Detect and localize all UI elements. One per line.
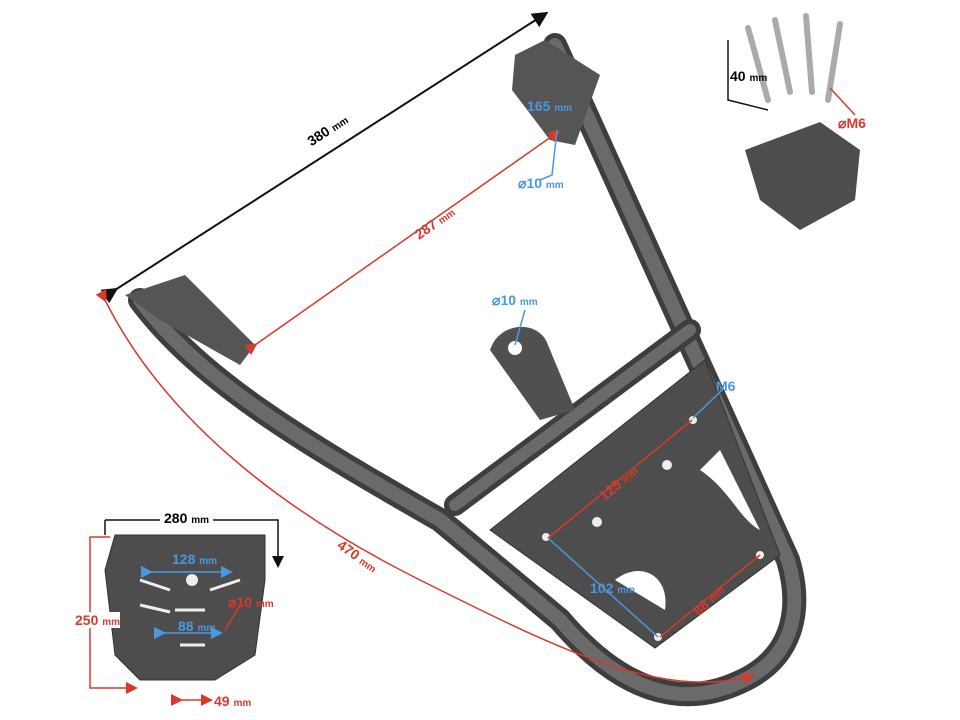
- dim-380-line: [100, 11, 549, 304]
- dim-125-line: [547, 419, 693, 539]
- unit: mm: [519, 297, 538, 308]
- dim-m6-label: M6: [716, 378, 736, 394]
- unit: mm: [554, 103, 573, 114]
- value: 49: [214, 693, 230, 709]
- diameter-icon: ⌀: [228, 594, 237, 610]
- dim-88-line: [659, 554, 761, 638]
- unit: mm: [545, 180, 564, 191]
- diameter-icon: ⌀: [838, 115, 847, 131]
- bolts-inset: [727, 13, 860, 230]
- unit: mm: [199, 556, 218, 567]
- dim-165-label: 165 mm: [527, 98, 572, 114]
- small-plate: [745, 122, 860, 230]
- value: 88: [178, 618, 194, 634]
- value: 128: [172, 551, 196, 567]
- center-tab: [490, 326, 575, 420]
- unit: mm: [749, 73, 768, 84]
- dim-470-line: [95, 289, 755, 685]
- plate-hole-label: ⌀10 mm: [228, 594, 274, 611]
- dim-102-line: [547, 537, 659, 638]
- plate-tab-width-label: 49 mm: [214, 693, 251, 709]
- diameter-icon: ⌀: [518, 175, 527, 191]
- value: 102: [590, 580, 614, 596]
- value: 250: [75, 612, 99, 628]
- plate-width-label: 280 mm: [160, 510, 214, 526]
- bolt-thread-label: ⌀M6: [838, 115, 866, 132]
- value: 10: [500, 292, 517, 308]
- value: 165: [527, 98, 551, 114]
- value: 10: [526, 175, 543, 191]
- plate-top-spacing-label: 128 mm: [172, 551, 217, 567]
- value: 40: [730, 68, 746, 84]
- dim-center-hole-label: ⌀10 mm: [492, 292, 538, 309]
- dim-102-label: 102 mm: [590, 580, 635, 596]
- unit: mm: [102, 617, 121, 628]
- unit: mm: [197, 623, 216, 634]
- diameter-icon: ⌀: [492, 292, 501, 308]
- adapter-plate-inset: [89, 519, 278, 706]
- plate-height-label: 250 mm: [75, 612, 121, 628]
- dim-287-line: [244, 130, 561, 356]
- plate-bottom-spacing-label: 88 mm: [178, 618, 215, 634]
- dim-hole-10-label: ⌀10 mm: [518, 175, 564, 192]
- bolt-length-label: 40 mm: [730, 68, 767, 84]
- value: 280: [164, 510, 188, 526]
- unit: mm: [191, 515, 210, 526]
- value: 10: [236, 594, 253, 610]
- unit: mm: [233, 698, 252, 709]
- unit: mm: [617, 585, 636, 596]
- unit: mm: [255, 599, 274, 610]
- value: M6: [846, 115, 866, 131]
